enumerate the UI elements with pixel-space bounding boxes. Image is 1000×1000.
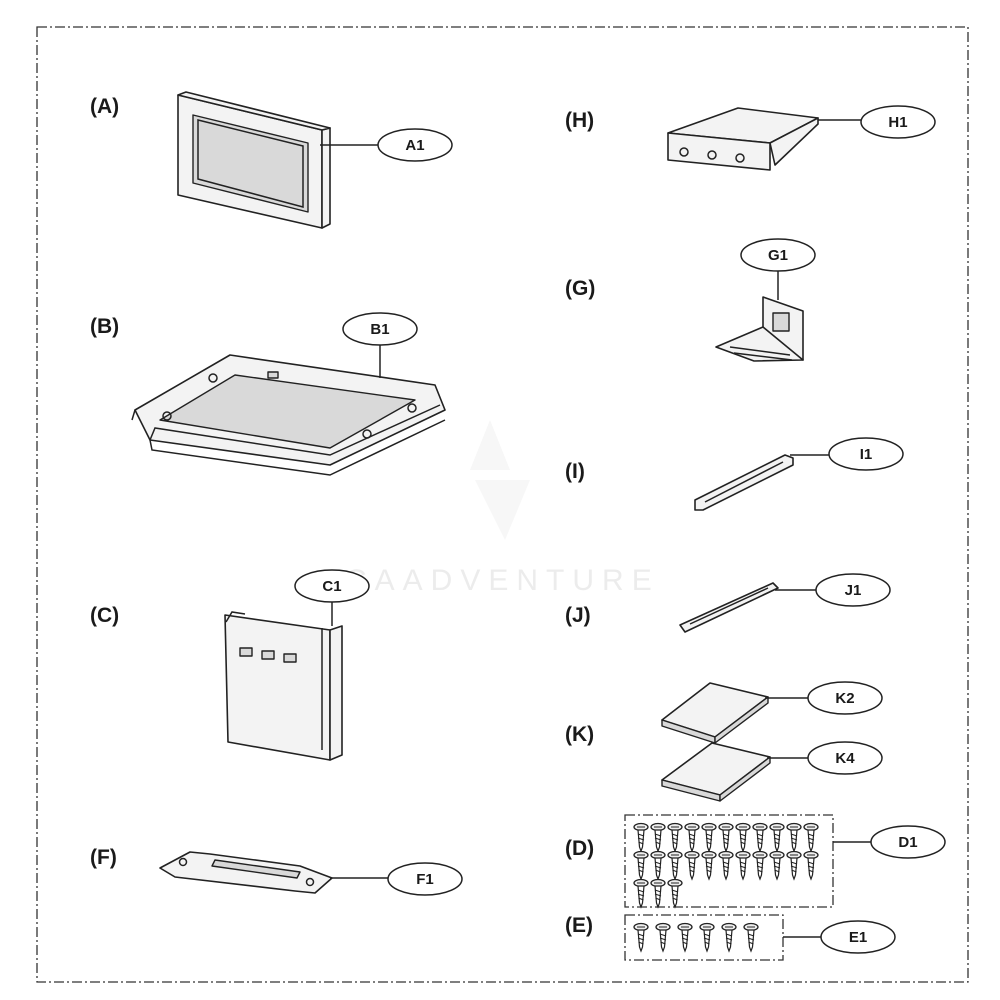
d-screw-icon — [667, 822, 683, 853]
d-screw-icon — [786, 822, 802, 853]
d-screw-icon — [803, 850, 819, 881]
part-i-rail — [694, 454, 794, 511]
d-screw-icon — [701, 822, 717, 853]
group-label-g: (G) — [565, 277, 595, 300]
part-f-strap — [159, 851, 333, 894]
group-label-j: (J) — [565, 604, 591, 627]
e-screw-icon — [677, 922, 693, 953]
callout-h1 — [860, 105, 936, 139]
e-screw-icon — [699, 922, 715, 953]
group-label-c: (C) — [90, 604, 119, 627]
d-screw-icon — [684, 850, 700, 881]
e-screw-icon — [721, 922, 737, 953]
group-label-d: (D) — [565, 837, 594, 860]
callout-a1 — [377, 128, 453, 162]
callout-a1-label: A1 — [405, 137, 424, 154]
watermark-text: CAADVENTURE — [345, 564, 660, 597]
part-k2-pad — [661, 682, 769, 744]
d-screw-icon — [803, 822, 819, 853]
d-screw-icon — [718, 822, 734, 853]
callout-k4 — [807, 741, 883, 775]
d-screw-icon — [735, 850, 751, 881]
group-label-k: (K) — [565, 723, 594, 746]
watermark-logo — [470, 420, 530, 540]
d-screw-icon — [633, 822, 649, 853]
d-screw-icon — [684, 822, 700, 853]
part-h-bracket — [667, 107, 819, 171]
callout-h1-label: H1 — [888, 114, 907, 131]
screw-group-d-box — [624, 814, 834, 908]
callout-f1 — [387, 862, 463, 896]
diagram-frame — [36, 26, 969, 983]
d-screw-icon — [650, 822, 666, 853]
d-screw-icon — [752, 822, 768, 853]
callout-c1-label: C1 — [322, 578, 341, 595]
callout-k2-label: K2 — [835, 690, 854, 707]
group-label-h: (H) — [565, 109, 594, 132]
part-g-l-bracket — [715, 296, 804, 362]
group-label-b: (B) — [90, 315, 119, 338]
callout-j1-label: J1 — [845, 582, 862, 599]
callout-i1-label: I1 — [860, 446, 873, 463]
group-label-i: (I) — [565, 460, 585, 483]
d-screw-icon — [650, 850, 666, 881]
callout-d1 — [870, 825, 946, 859]
e-screw-icon — [633, 922, 649, 953]
d-screw-icon — [752, 850, 768, 881]
group-label-f: (F) — [90, 846, 117, 869]
callout-b1 — [342, 312, 418, 346]
d-screw-icon — [650, 878, 666, 909]
d-screw-icon — [667, 850, 683, 881]
part-a-trim-frame — [177, 91, 331, 229]
screw-group-d — [633, 822, 819, 909]
callout-k2 — [807, 681, 883, 715]
d-screw-icon — [718, 850, 734, 881]
callout-k4-label: K4 — [835, 750, 855, 767]
callout-e1 — [820, 920, 896, 954]
callout-j1 — [815, 573, 891, 607]
e-screw-icon — [743, 922, 759, 953]
callout-g1 — [740, 238, 816, 272]
d-screw-icon — [633, 850, 649, 881]
e-screw-icon — [655, 922, 671, 953]
callout-g1-label: G1 — [768, 247, 788, 264]
callout-b1-label: B1 — [370, 321, 389, 338]
part-c-side-cover — [224, 611, 343, 761]
screw-group-e-box — [624, 914, 784, 961]
d-screw-icon — [786, 850, 802, 881]
part-b-base-plate — [131, 354, 446, 476]
screw-group-e — [633, 922, 759, 953]
callout-d1-label: D1 — [898, 834, 917, 851]
d-screw-icon — [667, 878, 683, 909]
callout-e1-label: E1 — [849, 929, 867, 946]
callout-c1 — [294, 569, 370, 603]
d-screw-icon — [769, 850, 785, 881]
d-screw-icon — [735, 822, 751, 853]
group-label-e: (E) — [565, 914, 593, 937]
part-k4-pad — [661, 742, 771, 802]
callout-f1-label: F1 — [416, 871, 434, 888]
group-label-a: (A) — [90, 95, 119, 118]
d-screw-icon — [633, 878, 649, 909]
d-screw-icon — [769, 822, 785, 853]
d-screw-icon — [701, 850, 717, 881]
part-j-rail — [679, 582, 779, 633]
callout-i1 — [828, 437, 904, 471]
